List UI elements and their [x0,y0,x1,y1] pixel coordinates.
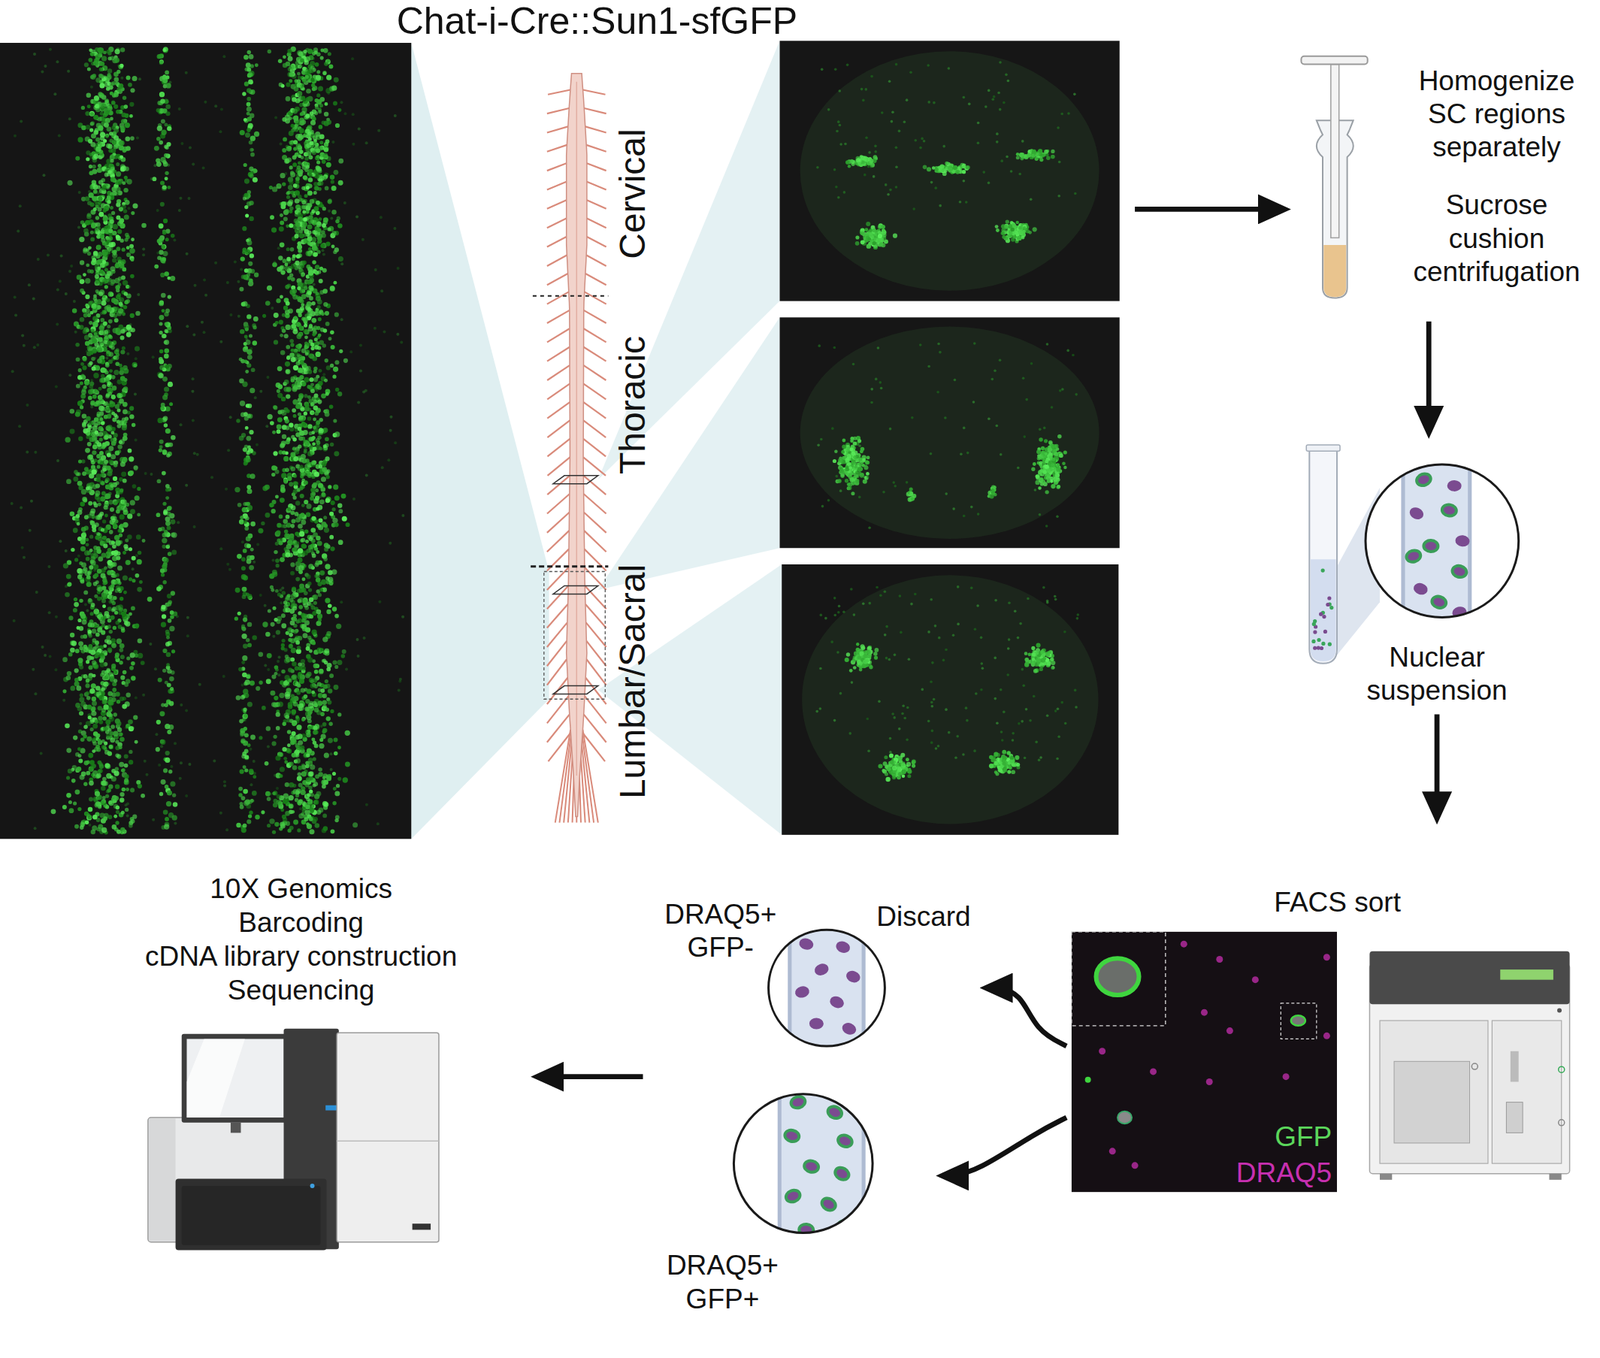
figure-stage: Chat-i-Cre::Sun1-sfGFPCervicalThoracicLu… [0,0,1600,1358]
